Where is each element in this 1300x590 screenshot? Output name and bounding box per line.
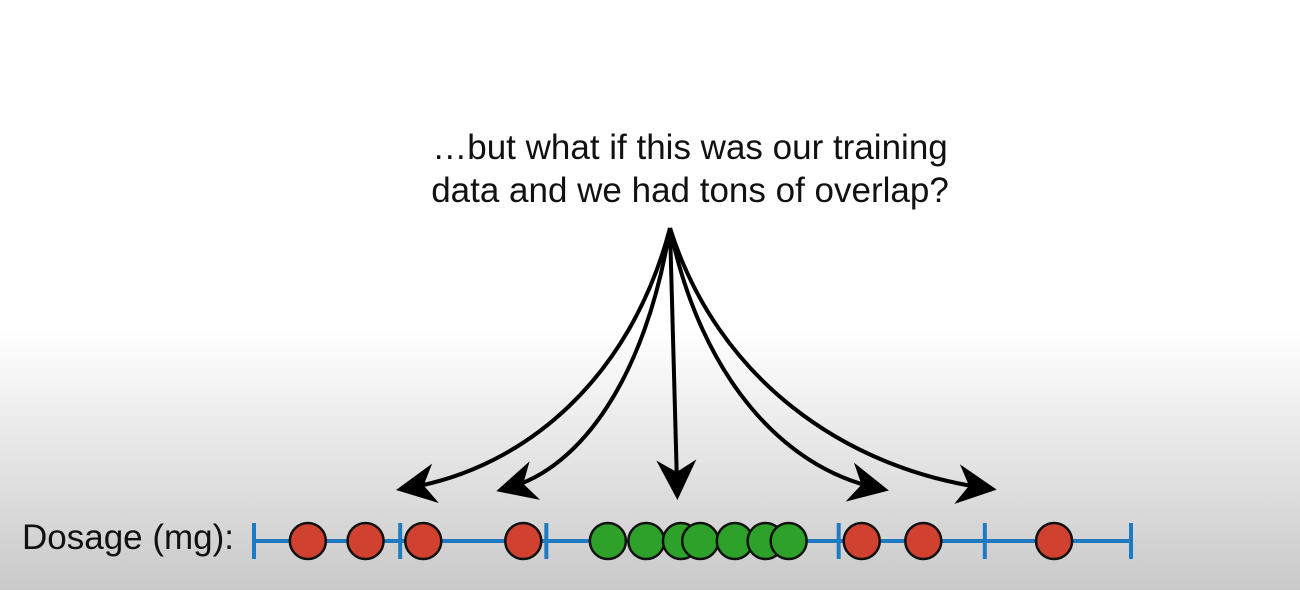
arrow <box>668 227 889 502</box>
red-point <box>904 521 943 561</box>
arrow <box>396 227 672 504</box>
green-point <box>769 521 808 561</box>
arrow-group <box>396 227 997 504</box>
red-point <box>288 521 328 561</box>
red-point <box>504 521 543 561</box>
arrow <box>668 227 997 504</box>
green-point <box>680 521 720 561</box>
data-points <box>288 521 1074 561</box>
red-point <box>1034 521 1074 561</box>
red-point <box>842 521 881 561</box>
green-point <box>627 521 666 561</box>
arrow <box>656 227 697 500</box>
green-point <box>588 521 628 561</box>
red-point <box>403 521 443 561</box>
question-text: …but what if this was our training data … <box>390 126 990 212</box>
red-point <box>346 521 385 561</box>
arrow <box>496 227 672 500</box>
axis-label: Dosage (mg): <box>22 518 235 557</box>
question-line-2: data and we had tons of overlap? <box>431 171 949 210</box>
question-line-1: …but what if this was our training <box>432 128 948 167</box>
